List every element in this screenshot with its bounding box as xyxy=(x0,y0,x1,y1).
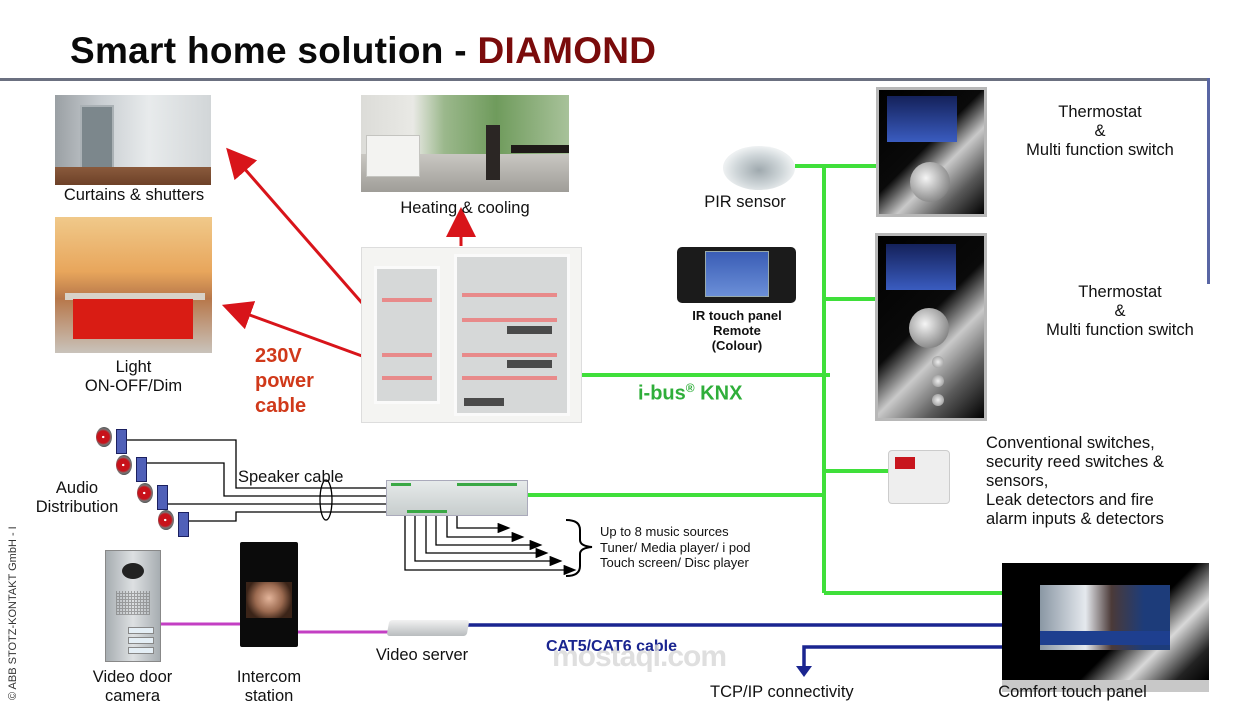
power-arrow-curtains xyxy=(226,147,364,304)
video-cable-lines xyxy=(160,622,392,634)
speaker-box xyxy=(157,485,168,510)
ir-remote-device xyxy=(677,247,796,303)
speaker-cables xyxy=(126,439,387,522)
thermostat-device-2 xyxy=(875,233,987,421)
ir-remote-label: IR touch panel Remote (Colour) xyxy=(692,308,782,353)
speaker-cable-label: Speaker cable xyxy=(238,468,344,486)
watermark: mostaql.com xyxy=(552,640,727,673)
cat-cable-label: CAT5/CAT6 cable xyxy=(546,638,677,655)
video-server-label: Video server xyxy=(375,646,469,664)
page-title: Smart home solution - DIAMOND xyxy=(70,30,656,72)
tcpip-label: TCP/IP connectivity xyxy=(710,683,854,701)
cat-cable-lines xyxy=(468,623,1003,668)
binary-input-label: Conventional switches, security reed swi… xyxy=(986,434,1164,528)
music-source-lines xyxy=(404,515,577,576)
speaker-box xyxy=(178,512,189,537)
intercom-station-label: Intercom station xyxy=(236,668,302,705)
comfort-touch-panel-label: Comfort touch panel xyxy=(998,683,1147,701)
light-photo xyxy=(55,217,212,353)
light-label: Light ON-OFF/Dim xyxy=(84,358,183,395)
comfort-touch-panel-device xyxy=(1002,563,1209,692)
tcpip-arrow-head xyxy=(796,666,812,677)
speaker-icon xyxy=(96,427,112,447)
curtains-photo xyxy=(55,95,211,185)
curtains-label: Curtains & shutters xyxy=(63,186,205,204)
pir-sensor-label: PIR sensor xyxy=(704,193,786,211)
video-door-camera-device xyxy=(105,550,161,662)
speaker-box xyxy=(116,429,127,454)
audio-distribution-label: Audio Distribution xyxy=(35,479,119,516)
video-door-camera-label: Video door camera xyxy=(92,668,173,705)
pir-sensor-device xyxy=(723,146,795,190)
speaker-icon xyxy=(116,455,132,475)
audio-controller-device xyxy=(386,480,528,516)
heating-label: Heating & cooling xyxy=(400,199,530,217)
binary-input-module xyxy=(888,450,950,504)
video-server-device xyxy=(386,620,470,636)
thermostat-label-2: Thermostat & Multi function switch xyxy=(1046,283,1194,339)
cable-bundle-ring xyxy=(319,479,333,521)
intercom-station-device xyxy=(240,542,298,647)
power-arrow-light xyxy=(221,301,363,358)
knx-bus-label: i-bus® KNX xyxy=(638,381,743,405)
music-sources-label: Up to 8 music sources Tuner/ Media playe… xyxy=(600,524,751,570)
thermostat-device-1 xyxy=(876,87,987,217)
power-cable-label: 230V power cable xyxy=(255,345,314,417)
speaker-icon xyxy=(137,483,153,503)
thermostat-label-1: Thermostat & Multi function switch xyxy=(1026,103,1174,159)
distribution-panel-photo xyxy=(361,247,582,423)
title-accent: DIAMOND xyxy=(477,30,657,71)
speaker-icon xyxy=(158,510,174,530)
title-main: Smart home solution - xyxy=(70,30,478,71)
copyright-notice: © ABB STOTZ-KONTAKT GmbH - I xyxy=(7,526,19,700)
right-frame-line xyxy=(1207,78,1210,284)
heating-photo xyxy=(361,95,569,192)
speaker-box xyxy=(136,457,147,482)
title-divider xyxy=(0,78,1210,81)
knx-bus-lines xyxy=(527,164,1003,595)
sources-brace xyxy=(565,519,593,577)
